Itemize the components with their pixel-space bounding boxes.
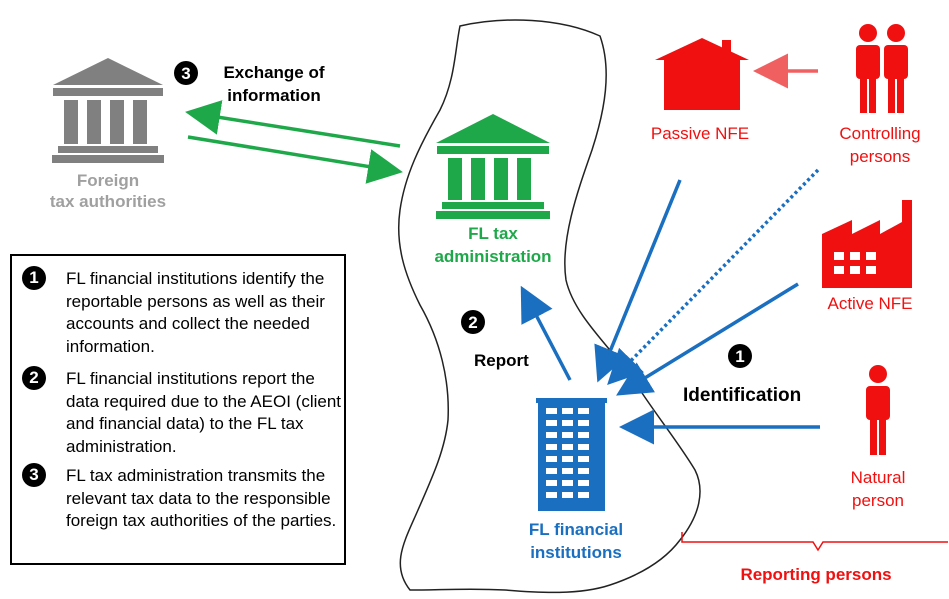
exchange-line1: Exchange of: [223, 63, 324, 82]
bank-building-icon: [52, 58, 164, 163]
step-text: FL financial institutions report the dat…: [66, 369, 342, 456]
reporting-bracket: [681, 532, 948, 552]
step-number: 3: [22, 463, 46, 487]
fl-tax-line1: FL tax: [468, 224, 518, 243]
bank-building-icon: [436, 114, 550, 219]
badge-three: 3: [181, 64, 190, 83]
step-number: 1: [22, 266, 46, 290]
step-text: FL tax administration transmits the rele…: [66, 466, 337, 530]
natural-line2: person: [852, 491, 904, 510]
controlling-line2: persons: [850, 147, 910, 166]
badge-one-circle: [728, 344, 752, 368]
badge-three-circle: [174, 61, 198, 85]
badge-two-circle: [461, 310, 485, 334]
steps-box: 1 FL financial institutions identify the…: [10, 254, 346, 565]
office-tower-icon: [536, 398, 607, 511]
passive-nfe-label: Passive NFE: [651, 124, 749, 143]
exchange-arrow-right: [187, 135, 403, 184]
house-icon: [655, 38, 749, 110]
arrow-fi-to-tax: [520, 285, 572, 381]
arrow-active-to-fi: [616, 282, 799, 396]
badge-one: 1: [735, 347, 744, 366]
fl-fin-line2: institutions: [530, 543, 622, 562]
people-icon: [856, 24, 908, 113]
exchange-arrow-left: [185, 100, 401, 148]
natural-line1: Natural: [851, 468, 906, 487]
factory-windows: [834, 252, 876, 274]
factory-icon: [822, 200, 912, 288]
report-label: Report: [474, 351, 529, 370]
foreign-line2: tax authorities: [50, 192, 166, 211]
reporting-persons-label: Reporting persons: [740, 565, 891, 584]
badge-two: 2: [468, 313, 477, 332]
person-icon: [866, 365, 890, 455]
fl-tax-line2: administration: [434, 247, 551, 266]
active-nfe-label: Active NFE: [827, 294, 912, 313]
arrow-passive-to-fi: [594, 179, 682, 383]
step-number: 2: [22, 366, 46, 390]
exchange-line2: information: [227, 86, 321, 105]
fl-fin-line1: FL financial: [529, 520, 623, 539]
arrow-controlling-to-fi: [607, 168, 820, 385]
controlling-line1: Controlling: [839, 124, 920, 143]
identification-label: Identification: [683, 385, 801, 406]
foreign-line1: Foreign: [77, 171, 139, 190]
step-text: FL financial institutions identify the r…: [66, 269, 325, 356]
